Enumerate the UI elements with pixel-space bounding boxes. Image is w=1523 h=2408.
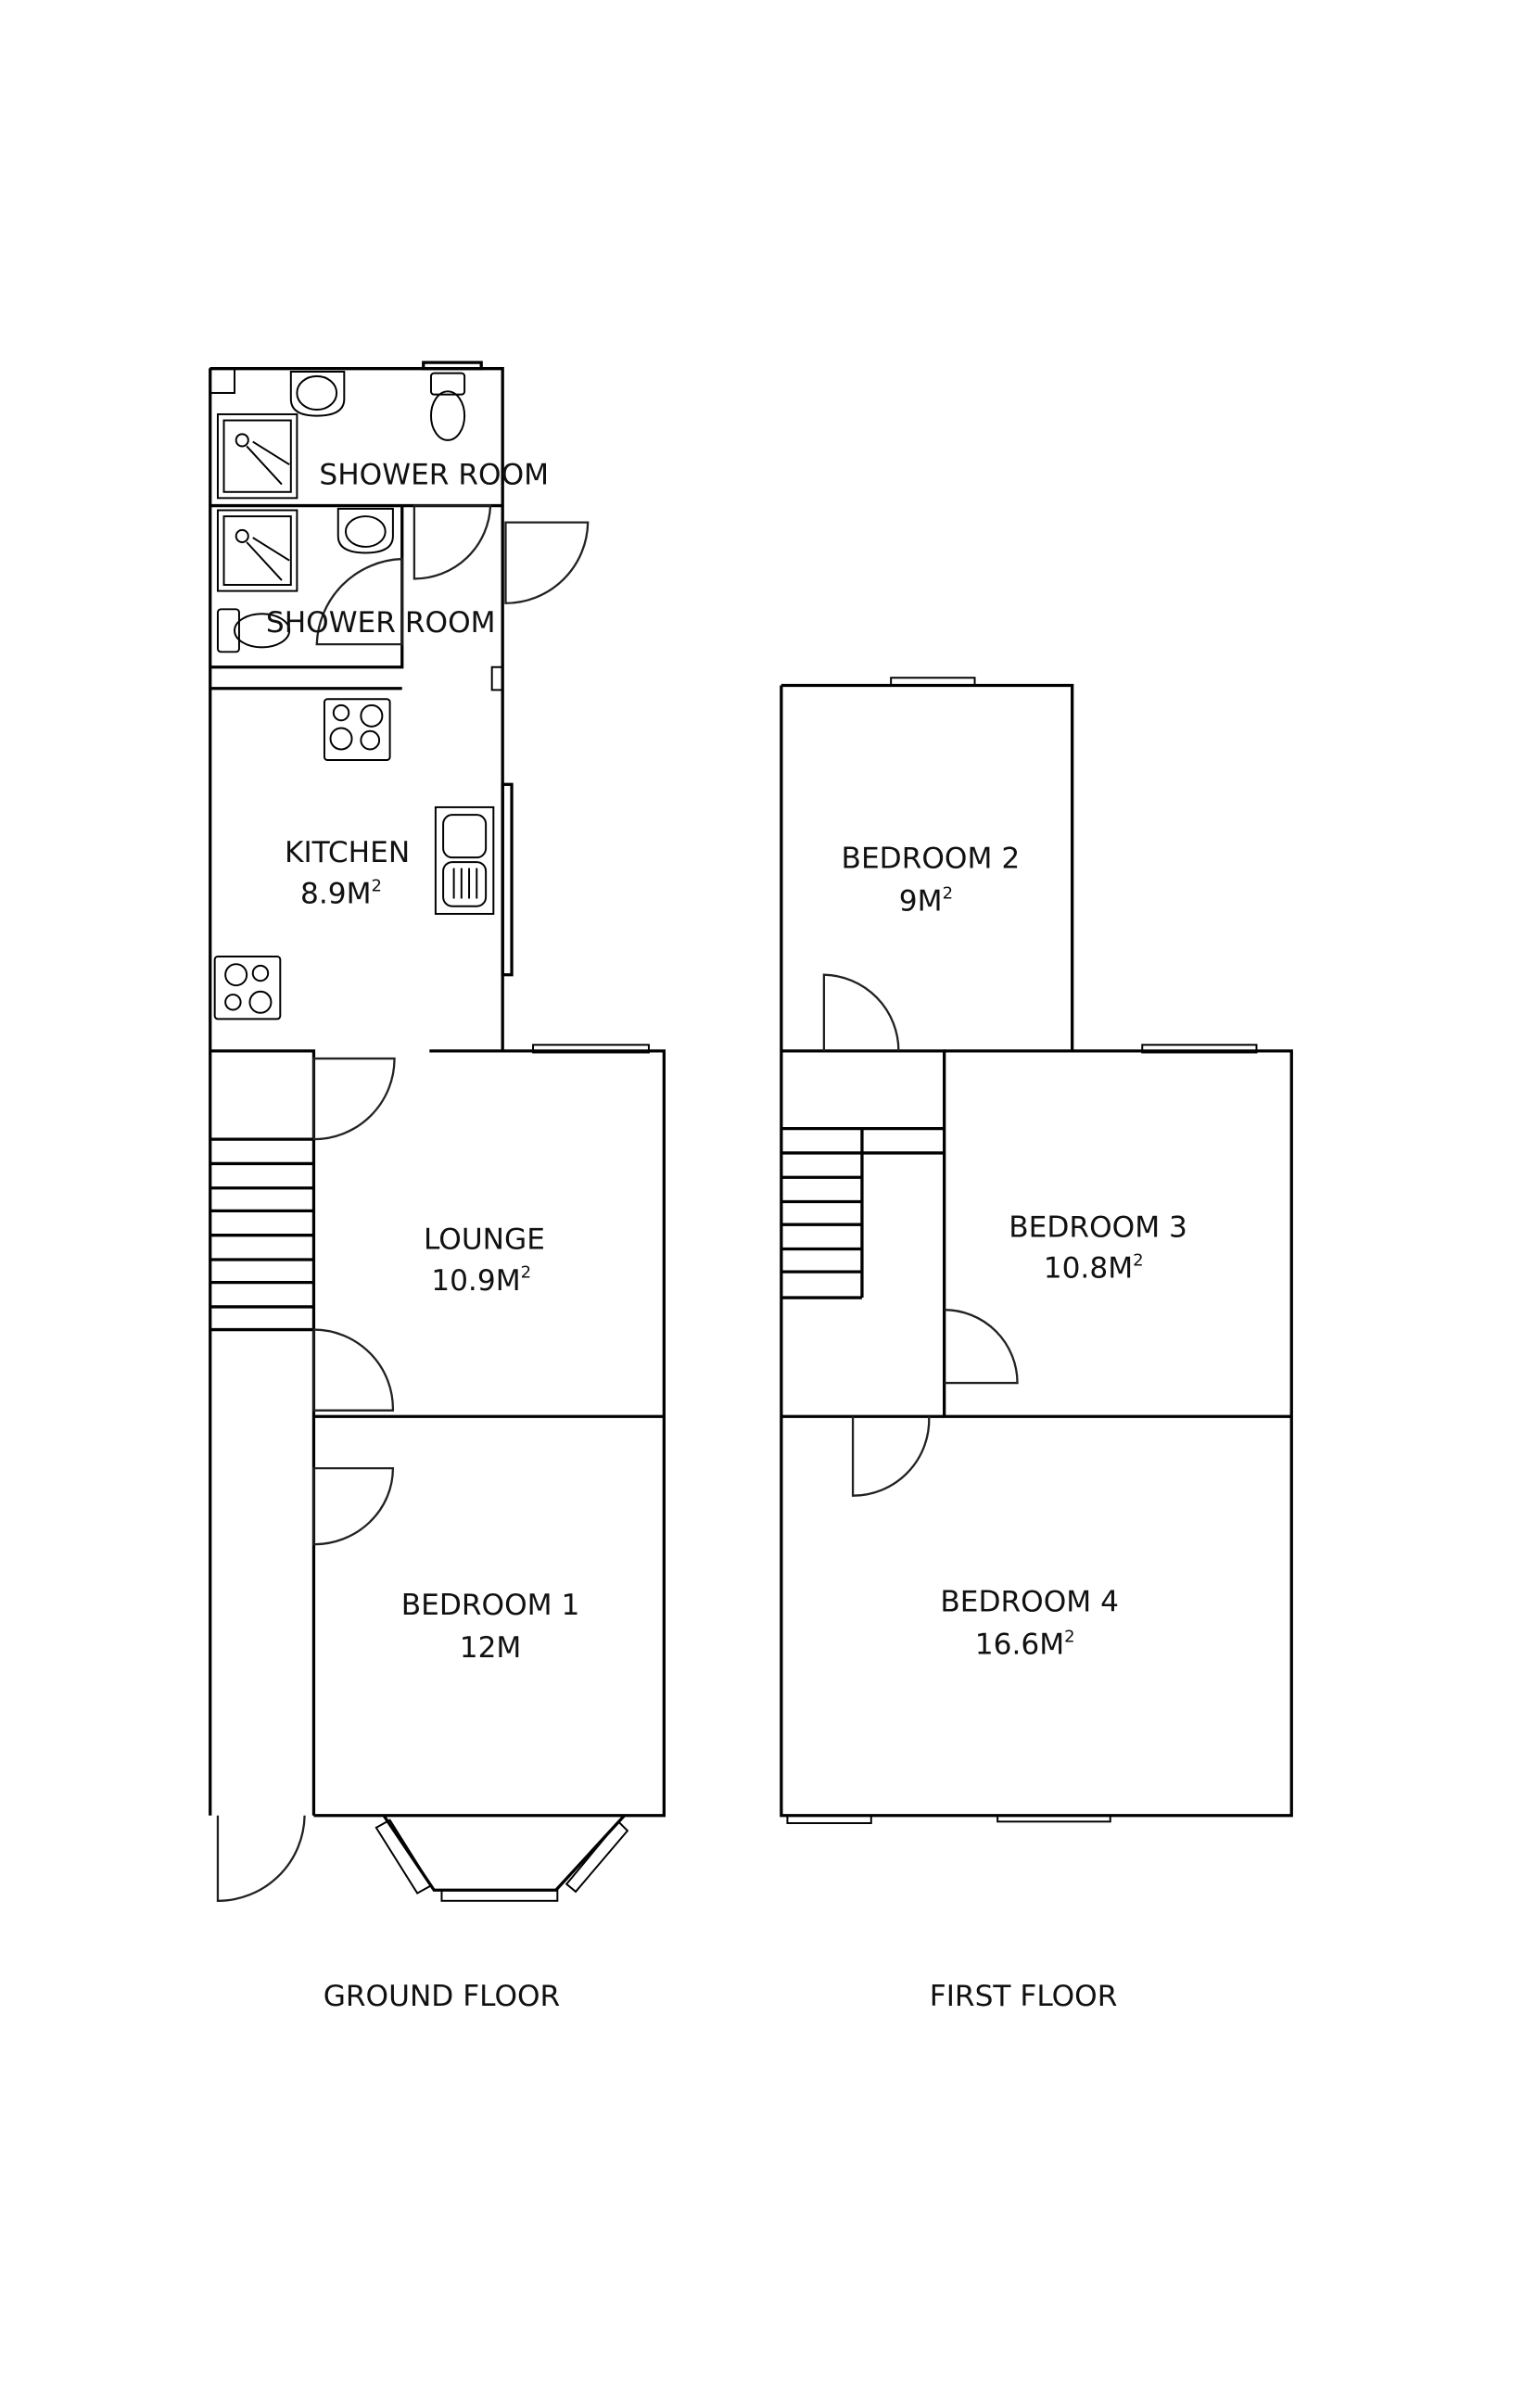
shower-tray-icon [216,509,298,592]
stairs-icon [781,1127,945,1299]
room-label-lounge: LOUNGE 10.9M2 [424,1223,545,1297]
svg-text:SHOWER ROOM: SHOWER ROOM [266,606,496,640]
first-floor-plan [780,677,1293,1824]
svg-text:KITCHEN: KITCHEN [285,836,410,869]
svg-text:BEDROOM 2: BEDROOM 2 [842,843,1021,876]
svg-text:BEDROOM 1: BEDROOM 1 [401,1589,580,1622]
toilet-icon [216,608,291,653]
svg-text:16.6M2: 16.6M2 [975,1627,1075,1661]
svg-text:9M2: 9M2 [899,884,953,919]
ground-floor-plan [209,361,666,1902]
door-swing-icon [315,557,403,646]
door-swing-icon [851,1416,931,1497]
door-swing-icon [412,504,492,580]
svg-text:LOUNGE: LOUNGE [424,1223,545,1256]
svg-text:12M: 12M [460,1631,522,1665]
room-label-shower-room-2: SHOWER ROOM [266,606,496,640]
svg-text:10.8M2: 10.8M2 [1044,1251,1144,1286]
door-swing-icon [944,1309,1019,1385]
door-swing-icon [504,521,590,604]
hob-icon [323,698,391,761]
svg-text:BEDROOM 4: BEDROOM 4 [940,1586,1119,1619]
bay-window-icon [374,1814,629,1902]
shower-tray-icon [216,412,298,500]
room-label-bedroom-4: BEDROOM 4 16.6M2 [940,1586,1119,1662]
svg-text:8.9M2: 8.9M2 [300,876,382,910]
ground-floor-label: GROUND FLOOR [324,1980,561,2013]
svg-text:SHOWER ROOM: SHOWER ROOM [319,459,549,492]
entrance-door-icon [216,1815,306,1902]
door-swing-icon [312,1466,395,1546]
room-label-shower-room-1: SHOWER ROOM [319,459,549,492]
stairs-icon [209,1137,314,1332]
toilet-icon [429,372,466,441]
room-label-kitchen: KITCHEN 8.9M2 [285,836,410,910]
basin-icon [336,507,394,554]
room-label-bedroom-1: BEDROOM 1 12M [401,1589,580,1665]
room-label-bedroom-3: BEDROOM 3 10.8M2 [1009,1210,1187,1285]
basin-icon [289,370,346,417]
room-label-bedroom-2: BEDROOM 2 9M2 [842,843,1021,919]
door-swing-icon [312,1057,396,1141]
first-floor-label: FIRST FLOOR [930,1980,1118,2013]
hob-icon [213,955,282,1020]
sink-icon [434,805,495,915]
svg-text:BEDROOM 3: BEDROOM 3 [1009,1210,1187,1244]
door-swing-icon [312,1328,395,1412]
door-swing-icon [822,973,900,1051]
svg-text:10.9M2: 10.9M2 [431,1263,531,1298]
